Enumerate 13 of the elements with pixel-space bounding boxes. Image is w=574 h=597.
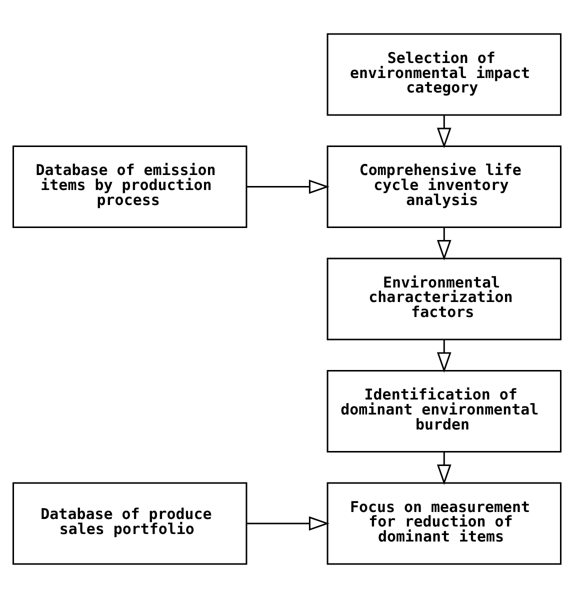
- node-box: Comprehensive life cycle inventory analysis: [326, 144, 562, 228]
- arrow: [246, 516, 330, 530]
- node-box: Environmental characterization factors: [326, 257, 562, 340]
- arrow: [436, 114, 452, 148]
- arrow: [436, 339, 452, 372]
- node-box: Identification of dominant environmental burden: [326, 369, 562, 452]
- arrow: [436, 452, 452, 484]
- arrow: [246, 179, 330, 194]
- node-box: Focus on measurement for reduction of dominant items: [326, 482, 562, 564]
- node-box: Database of produce sales portfolio: [12, 482, 248, 564]
- arrow: [436, 227, 452, 260]
- node-box: Database of emission items by production process: [12, 144, 248, 228]
- node-box: Selection of environmental impact category: [326, 32, 562, 116]
